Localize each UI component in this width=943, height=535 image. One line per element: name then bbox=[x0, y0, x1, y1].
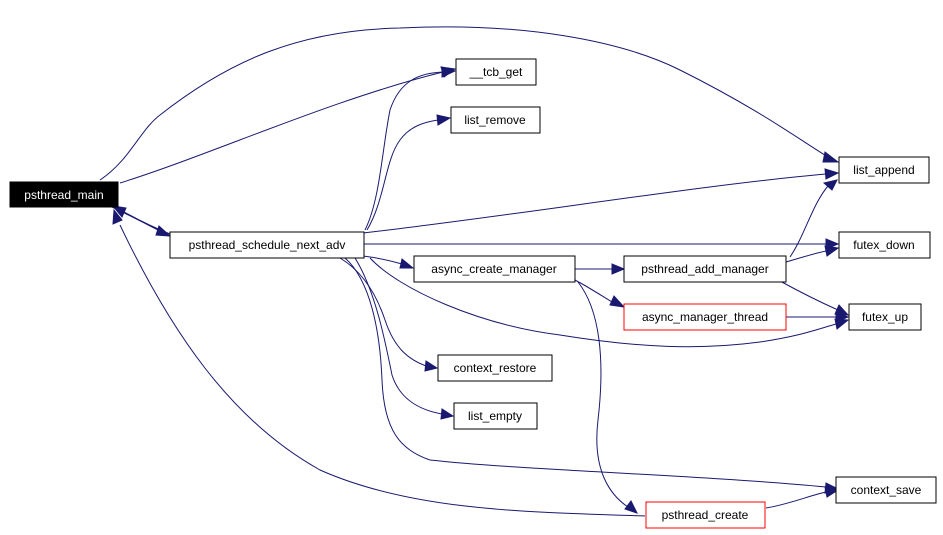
node-context-save[interactable]: context_save bbox=[835, 476, 937, 504]
node-label: list_remove bbox=[464, 113, 526, 127]
node-label: context_save bbox=[851, 483, 922, 497]
edge-add-manager-to-futex-up bbox=[779, 280, 850, 316]
node-futex-up[interactable]: futex_up bbox=[848, 303, 922, 331]
node-async-manager-thread[interactable]: async_manager_thread bbox=[623, 303, 787, 331]
edge-psthread-create-to-context-save bbox=[765, 486, 840, 509]
edge-psthread-main-to-tcb-get bbox=[119, 66, 457, 184]
edge-schedule-to-list-append bbox=[362, 168, 840, 234]
edge-schedule-to-list-empty bbox=[354, 257, 455, 420]
edge-manager-thread-to-futex-up bbox=[786, 311, 850, 323]
edge-schedule-to-futex-down bbox=[363, 238, 840, 250]
edge-async-create-to-add-manager bbox=[575, 263, 626, 275]
edge-schedule-to-list-remove bbox=[366, 114, 452, 231]
edge-psthread-create-to-psthread-main bbox=[112, 208, 646, 517]
node-futex-down[interactable]: futex_down bbox=[838, 231, 931, 259]
node-tcb-get[interactable]: __tcb_get bbox=[455, 58, 537, 86]
edge-async-create-to-manager-thread bbox=[574, 279, 626, 308]
node-psthread-create[interactable]: psthread_create bbox=[645, 501, 766, 529]
node-label: psthread_create bbox=[662, 508, 749, 522]
node-label: __tcb_get bbox=[469, 65, 523, 79]
node-psthread-main[interactable]: psthread_main bbox=[9, 181, 119, 208]
edges bbox=[99, 26, 850, 517]
node-label: futex_up bbox=[862, 310, 908, 324]
edge-schedule-to-async-create-manager bbox=[362, 255, 415, 269]
edge-schedule-to-psthread-main bbox=[111, 205, 171, 235]
edge-schedule-to-tcb-get bbox=[364, 66, 457, 231]
edge-add-manager-to-list-append bbox=[789, 179, 838, 258]
node-label: async_manager_thread bbox=[642, 310, 768, 324]
node-label: context_restore bbox=[454, 361, 537, 375]
node-list-append[interactable]: list_append bbox=[838, 156, 930, 184]
node-context-restore[interactable]: context_restore bbox=[437, 354, 553, 382]
node-psthread-schedule-next-adv[interactable]: psthread_schedule_next_adv bbox=[169, 231, 365, 259]
edge-schedule-to-context-save bbox=[344, 257, 840, 494]
node-label: psthread_main bbox=[24, 188, 103, 202]
edge-psthread-main-to-list-append bbox=[99, 26, 840, 181]
edge-add-manager-to-futex-down bbox=[785, 245, 840, 263]
node-list-empty[interactable]: list_empty bbox=[453, 402, 538, 430]
node-label: list_append bbox=[853, 163, 914, 177]
node-async-create-manager[interactable]: async_create_manager bbox=[413, 255, 576, 283]
node-label: list_empty bbox=[468, 409, 522, 423]
node-psthread-add-manager[interactable]: psthread_add_manager bbox=[623, 255, 787, 283]
node-label: async_create_manager bbox=[431, 262, 556, 276]
node-label: futex_down bbox=[853, 238, 914, 252]
node-label: psthread_add_manager bbox=[641, 262, 768, 276]
nodes: psthread_main psthread_schedule_next_adv… bbox=[9, 58, 937, 529]
edge-async-create-to-psthread-create bbox=[577, 281, 638, 514]
node-label: psthread_schedule_next_adv bbox=[189, 238, 346, 252]
node-list-remove[interactable]: list_remove bbox=[450, 106, 541, 134]
